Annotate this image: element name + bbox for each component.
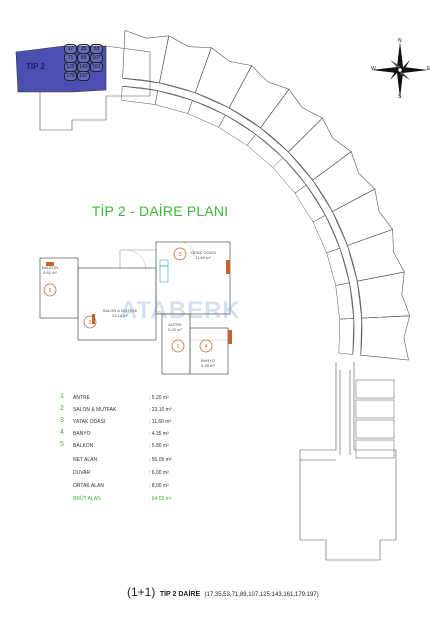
plan-caption: (1+1) TİP 2 DAİRE (17,35,53,71,89,107,12… (127, 583, 427, 601)
corridor-outer-line (122, 77, 363, 356)
caption-unit-list: (17,35,53,71,89,107,125,143,161,179,197) (204, 592, 319, 598)
room-number-salon: 2 (89, 320, 92, 326)
unit-number-badge: 197 (77, 71, 90, 81)
watermark-logo: ATABERK (120, 297, 241, 324)
room-marker-salon: 2 (83, 315, 97, 329)
legend-name: DUVAR (73, 470, 91, 476)
outer-unit-block (228, 65, 290, 129)
room-label-salon: SALON & MUTFAK 23.10 m² (102, 308, 138, 318)
floor-plan: 5 2 3 1 4 (39, 241, 232, 375)
room-number-antre: 1 (177, 344, 180, 350)
outer-unit-block (259, 88, 323, 153)
legend-value: : 4.35 m² (149, 431, 169, 437)
room-marker-banyo: 4 (199, 339, 213, 353)
legend-name: BANYO (73, 431, 91, 437)
tip2-block-label: TİP 2 (26, 62, 45, 71)
room-label-antre: ANTRE 5.20 m² (168, 322, 182, 332)
inner-unit-block (187, 100, 226, 128)
inner-unit-block (338, 318, 354, 355)
outer-unit-block (360, 315, 411, 361)
caption-type-number: (1+1) (127, 585, 156, 599)
legend-value: : 5.20 m² (149, 395, 169, 401)
legend-row: 2 SALON & MUTFAK : 23.10 m² (60, 405, 260, 416)
legend-number: 2 (60, 405, 64, 412)
compass-s-label: S (398, 94, 402, 100)
plan-title: TİP 2 - DAİRE PLANI (91, 203, 229, 219)
legend-name: SALON & MUTFAK (73, 407, 117, 413)
room-marker-balkon: 5 (43, 283, 57, 297)
caption-type-label: TİP 2 DAİRE (159, 591, 201, 598)
room-marker-antre: 1 (171, 339, 185, 353)
legend-value: : 5.80 m² (149, 443, 169, 449)
lower-unit-block (355, 399, 395, 419)
legend-value: : 23.10 m² (149, 407, 172, 413)
room-marker-yatak: 3 (173, 247, 187, 261)
compass-rose-icon (372, 42, 428, 98)
legend-number: 5 (60, 441, 64, 448)
compass-e-label: E (427, 66, 431, 72)
legend-value: : 11.60 m² (149, 419, 172, 425)
inner-unit-block (121, 86, 159, 105)
legend-name: ORTAK ALAN (73, 483, 104, 489)
legend-row: BRÜT ALAN : 64.05 m² (60, 495, 260, 505)
legend-row: ORTAK ALAN : 8.00 m² (60, 482, 260, 492)
outer-unit-block (194, 47, 253, 109)
legend-name: BRÜT ALAN (73, 496, 101, 502)
outer-unit-block (356, 271, 411, 319)
inner-unit-block (272, 157, 307, 194)
legend-row: NET ALAN : 50.05 m² (60, 456, 260, 466)
legend-row: 1 ANTRE : 5.20 m² (60, 393, 260, 404)
legend-row: 4 BANYO : 4.35 m² (60, 429, 260, 440)
lower-unit-block (355, 439, 395, 459)
unit-number-badge: 161 (90, 62, 103, 72)
outer-unit-block (347, 228, 405, 282)
room-label-yatak: YATAK ODASI 11.60 m² (190, 250, 216, 260)
corridor-inner-line (122, 85, 355, 355)
unit-number-badge: 179 (64, 71, 77, 81)
compass-n-label: N (398, 38, 402, 44)
lower-wing-left (299, 362, 337, 461)
outer-unit-block (312, 151, 376, 212)
legend-row: 5 BALKON : 5.80 m² (60, 441, 260, 452)
inner-unit-block (312, 214, 341, 254)
legend-name: NET ALAN (73, 457, 98, 463)
lower-wing-right (299, 362, 397, 561)
outer-unit-block (332, 188, 394, 246)
legend-value: : 8.00 m² (149, 483, 169, 489)
legend-number: 1 (60, 393, 64, 400)
legend-name: BALKON (73, 443, 94, 449)
legend-name: YATAK ODASI (73, 419, 106, 425)
room-label-banyo: BANYO 4.35 m² (200, 358, 215, 368)
room-number-balkon: 5 (49, 288, 52, 294)
room-number-yatak: 3 (179, 252, 182, 258)
legend-row: DUVAR : 6.00 m² (60, 469, 260, 479)
legend-number: 4 (60, 429, 64, 436)
room-label-balkon: BALKON 5.80 m² (41, 265, 59, 275)
legend-value: : 6.00 m² (149, 470, 169, 476)
legend-value: : 64.05 m² (149, 496, 172, 502)
legend-number: 3 (60, 417, 64, 424)
legend-value: : 50.05 m² (149, 457, 172, 463)
legend-name: ANTRE (73, 395, 90, 401)
compass-w-label: W (371, 66, 376, 72)
legend-row: 3 YATAK ODASI : 11.60 m² (60, 417, 260, 428)
room-number-banyo: 4 (205, 344, 208, 350)
building-wing (39, 45, 151, 131)
outer-unit-block (159, 35, 212, 94)
inner-unit-block (335, 282, 354, 320)
lower-unit-block (355, 379, 395, 399)
outer-unit-block (287, 117, 352, 181)
lower-unit-block (355, 419, 395, 439)
inner-unit-block (246, 133, 284, 168)
outer-unit-block (122, 29, 170, 84)
